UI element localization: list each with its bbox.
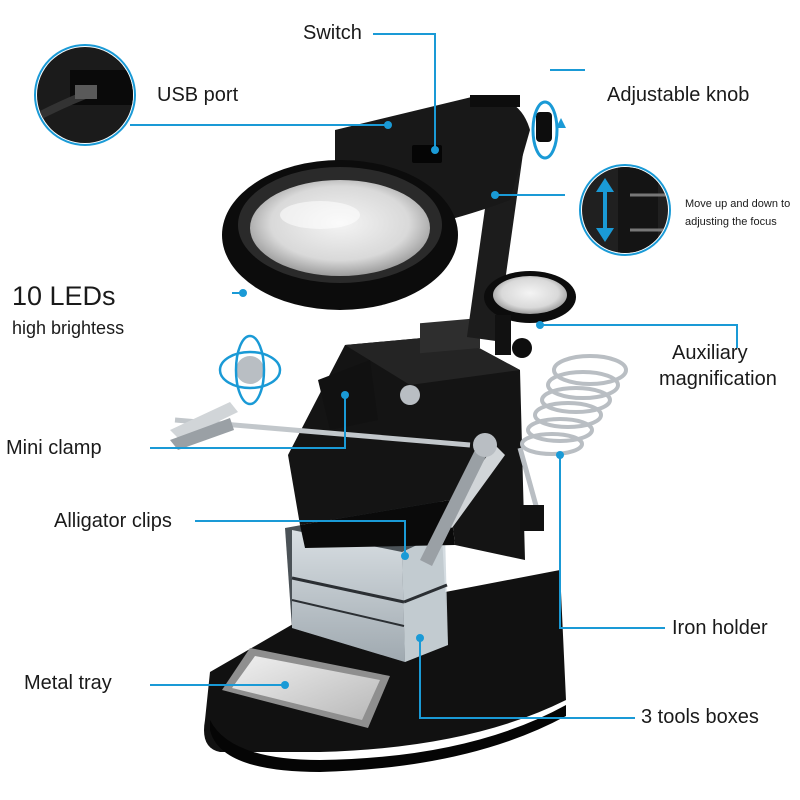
rotate-arrow-icon [531, 100, 566, 160]
leds-title: 10 LEDs [12, 281, 116, 311]
usb-port-label: USB port [157, 84, 239, 106]
iron-holder-label: Iron holder [672, 617, 768, 639]
focus-label-line1: Move up and down to [685, 198, 791, 210]
switch-label: Switch [303, 22, 362, 44]
metal-tray [222, 648, 390, 728]
iron-holder [517, 354, 628, 531]
usb-port-inset [34, 44, 136, 146]
focus-label-line2: adjusting the focus [685, 216, 777, 228]
mini-clamp-label: Mini clamp [6, 437, 102, 459]
up-down-arrow-icon [596, 178, 614, 242]
alligator-clips-label: Alligator clips [54, 510, 172, 532]
adjustable-knob-label: Adjustable knob [607, 84, 750, 106]
auxiliary-label-line2: magnification [659, 368, 777, 390]
metal-tray-label: Metal tray [24, 672, 112, 694]
tools-boxes-label: 3 tools boxes [641, 706, 759, 728]
auxiliary-label-line1: Auxiliary [672, 342, 748, 364]
leds-subtitle: high brightess [12, 318, 125, 338]
auxiliary-magnifier [484, 271, 576, 358]
focus-inset [579, 164, 671, 256]
callout-lines [130, 33, 738, 719]
main-magnifier [222, 160, 458, 310]
callout-dots [239, 121, 564, 689]
mini-clamp-rotate-icon [218, 334, 282, 406]
